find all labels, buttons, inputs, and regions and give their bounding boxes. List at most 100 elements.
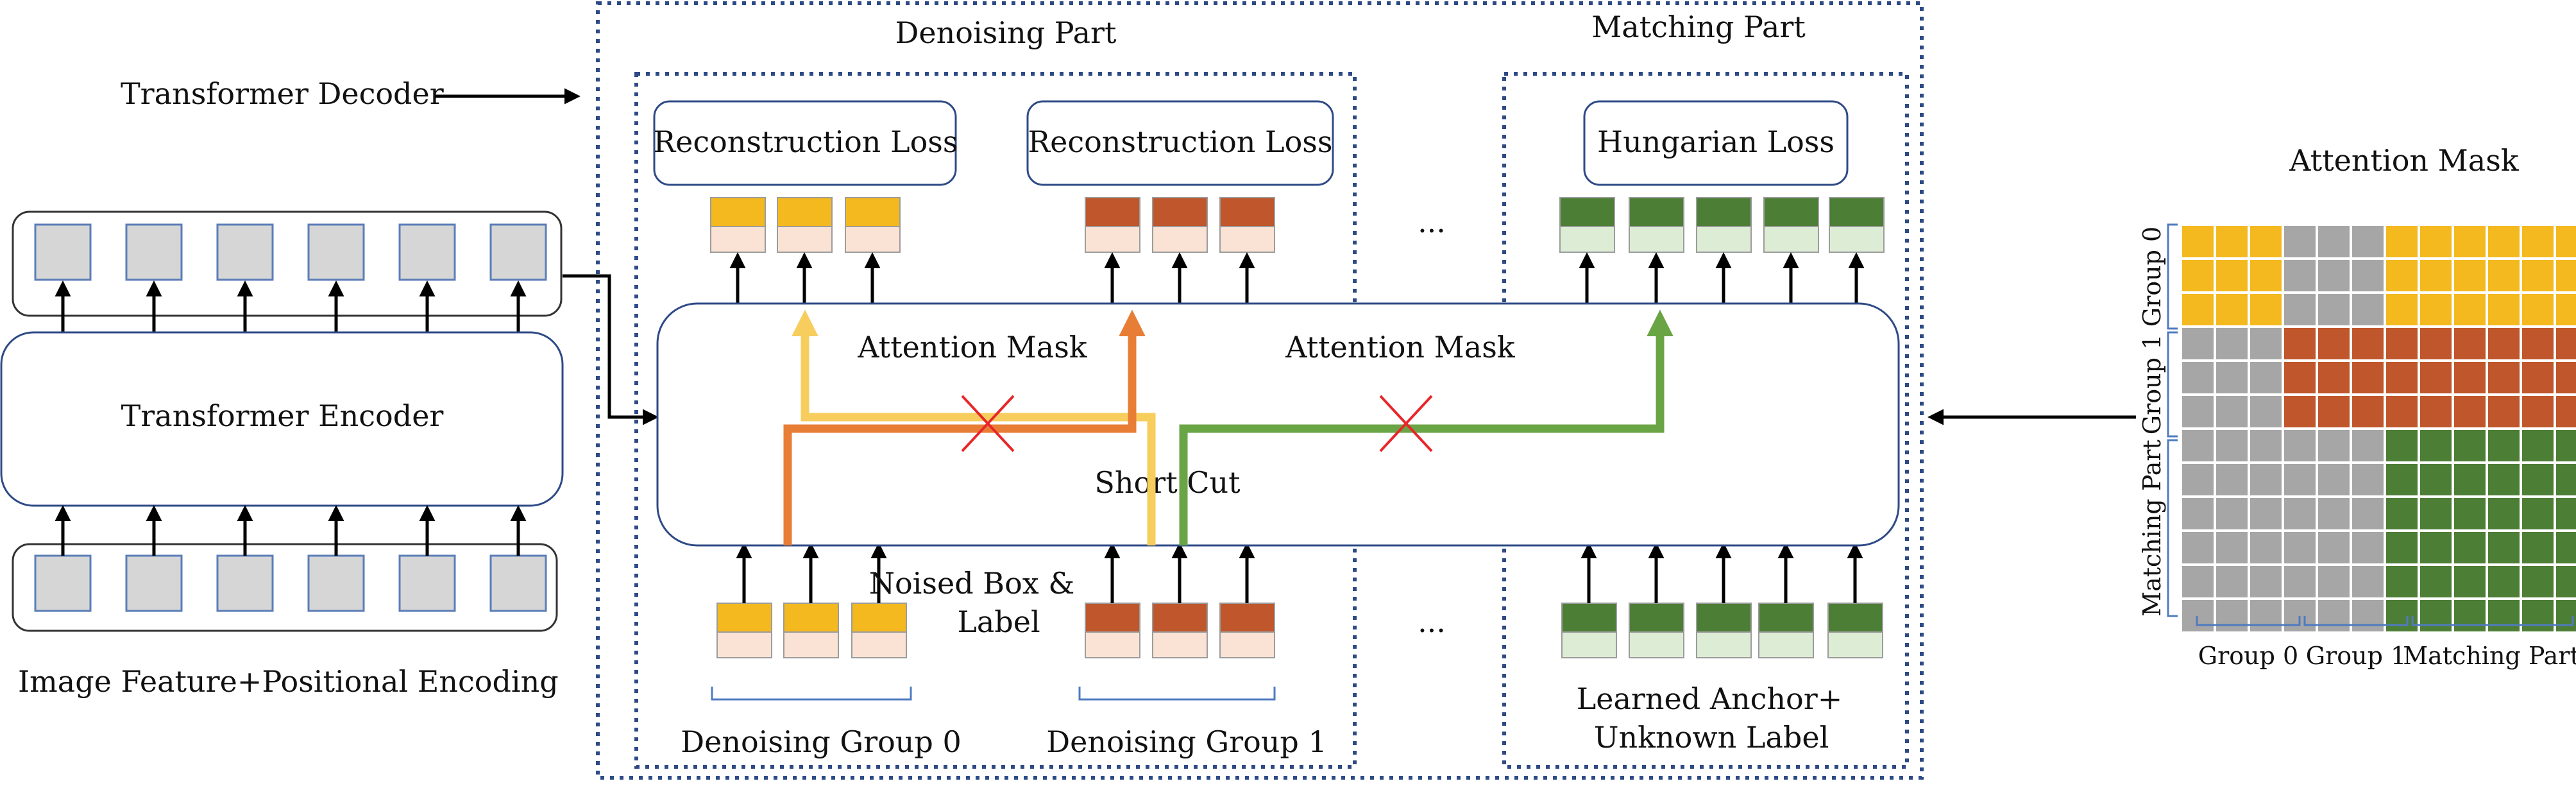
mask-cell: [2520, 529, 2556, 566]
mask-cell: [2418, 427, 2454, 464]
mask-cell: [2180, 291, 2216, 328]
mask-cell: [2384, 393, 2420, 430]
mask-cell: [2452, 291, 2488, 328]
mask-cell: [2486, 325, 2522, 362]
row-bracket-group1: [2167, 331, 2178, 438]
mask-cell: [2350, 563, 2386, 600]
mask-cell: [2520, 393, 2556, 430]
blocked-cross-1: [961, 395, 1015, 452]
matching-output-token-bottom: [1763, 226, 1819, 253]
attention-mask-grid: [2180, 223, 2576, 634]
mask-cell: [2486, 223, 2522, 260]
mask-cell: [2214, 359, 2250, 396]
mask-cell: [2316, 563, 2352, 600]
mask-cell: [2452, 257, 2488, 294]
mask-cell: [2180, 427, 2216, 464]
matching-output-token-top: [1763, 197, 1819, 227]
hungarian-loss-box: [1583, 100, 1849, 186]
matching-input-token-bottom: [1827, 631, 1883, 658]
matching-input-token-bottom: [1696, 631, 1752, 658]
mask-cell: [2316, 529, 2352, 566]
mask-cell: [2248, 529, 2284, 566]
mask-cell: [2486, 529, 2522, 566]
mask-cell: [2248, 359, 2284, 396]
mask-cell: [2452, 223, 2488, 260]
mask-cell: [2554, 563, 2576, 600]
row-label-group0: Group 0: [2138, 227, 2166, 327]
mask-cell: [2214, 291, 2250, 328]
group0-bracket: [711, 687, 912, 701]
mask-cell: [2180, 495, 2216, 532]
mask-cell: [2418, 563, 2454, 600]
mask-cell: [2554, 597, 2576, 634]
decoder-section: Denoising Part Matching Part Reconstruct…: [596, 1, 1924, 780]
mask-cell: [2282, 257, 2318, 294]
reconstruction-loss-label-0: Reconstruction Loss: [653, 124, 958, 159]
mask-cell: [2282, 427, 2318, 464]
mask-cell: [2452, 597, 2488, 634]
denoising-part-title: Denoising Part: [895, 15, 1117, 50]
mask-cell: [2418, 359, 2454, 396]
noised-box-label-line2: Label: [957, 604, 1040, 639]
group0-output-token-top: [710, 197, 766, 227]
mask-cell: [2180, 359, 2216, 396]
mask-cell: [2214, 257, 2250, 294]
mask-cell: [2350, 461, 2386, 498]
mask-cell: [2282, 461, 2318, 498]
mask-cell: [2282, 393, 2318, 430]
mask-cell: [2554, 529, 2576, 566]
mask-cell: [2384, 597, 2420, 634]
transformer-decoder-label: Transformer Decoder: [121, 76, 444, 111]
group1-input-token-bottom: [1152, 631, 1208, 658]
encoder-input-token: [307, 554, 365, 612]
encoder-input-tokens: [34, 505, 547, 612]
reconstruction-loss-box-1: [1026, 100, 1334, 186]
mask-cell: [2384, 257, 2420, 294]
mask-cell: [2316, 291, 2352, 328]
matching-output-token-top: [1559, 197, 1615, 227]
encoder-output-token: [489, 223, 547, 281]
encoder-input-token: [125, 554, 183, 612]
matching-input-token-bottom: [1758, 631, 1814, 658]
col-label-group1: Group 1: [2306, 642, 2406, 670]
col-label-matching: Matching Part: [2403, 642, 2576, 670]
mask-cell: [2554, 359, 2576, 396]
mask-cell: [2350, 427, 2386, 464]
mask-cell: [2452, 461, 2488, 498]
group1-output-token-bottom: [1219, 226, 1275, 253]
mask-cell: [2214, 223, 2250, 260]
mask-cell: [2248, 495, 2284, 532]
mask-cell: [2180, 325, 2216, 362]
attention-mask-section: Attention Mask Group 0 Group 1 Matching …: [1928, 143, 2576, 670]
mask-cell: [2248, 257, 2284, 294]
mask-cell: [2180, 393, 2216, 430]
matching-output-token-top: [1696, 197, 1752, 227]
mask-cell: [2486, 597, 2522, 634]
group1-output-token-top: [1219, 197, 1275, 227]
col-bracket-group1: [2303, 616, 2409, 626]
group0-input-token-top: [716, 603, 772, 633]
learned-anchor-label-line2: Unknown Label: [1594, 720, 1829, 755]
mask-cell: [2248, 461, 2284, 498]
mask-cell: [2350, 223, 2386, 260]
encoder-output-row: [12, 210, 563, 317]
mask-cell: [2554, 257, 2576, 294]
mask-cell: [2452, 495, 2488, 532]
mask-cell: [2384, 359, 2420, 396]
mask-cell: [2350, 393, 2386, 430]
mask-cell: [2180, 257, 2216, 294]
mask-cell: [2452, 393, 2488, 430]
matching-input-token-bottom: [1629, 631, 1684, 658]
mask-cell: [2282, 529, 2318, 566]
group0-input-token-bottom: [851, 631, 907, 658]
group0-output-token-bottom: [845, 226, 901, 253]
mask-cell: [2180, 223, 2216, 260]
mask-cell: [2316, 461, 2352, 498]
mask-cell: [2214, 597, 2250, 634]
mask-cell: [2554, 495, 2576, 532]
mask-cell: [2248, 393, 2284, 430]
mask-cell: [2282, 597, 2318, 634]
mask-cell: [2418, 597, 2454, 634]
blocked-cross-2: [1379, 395, 1433, 452]
col-bracket-group0: [2196, 616, 2301, 626]
